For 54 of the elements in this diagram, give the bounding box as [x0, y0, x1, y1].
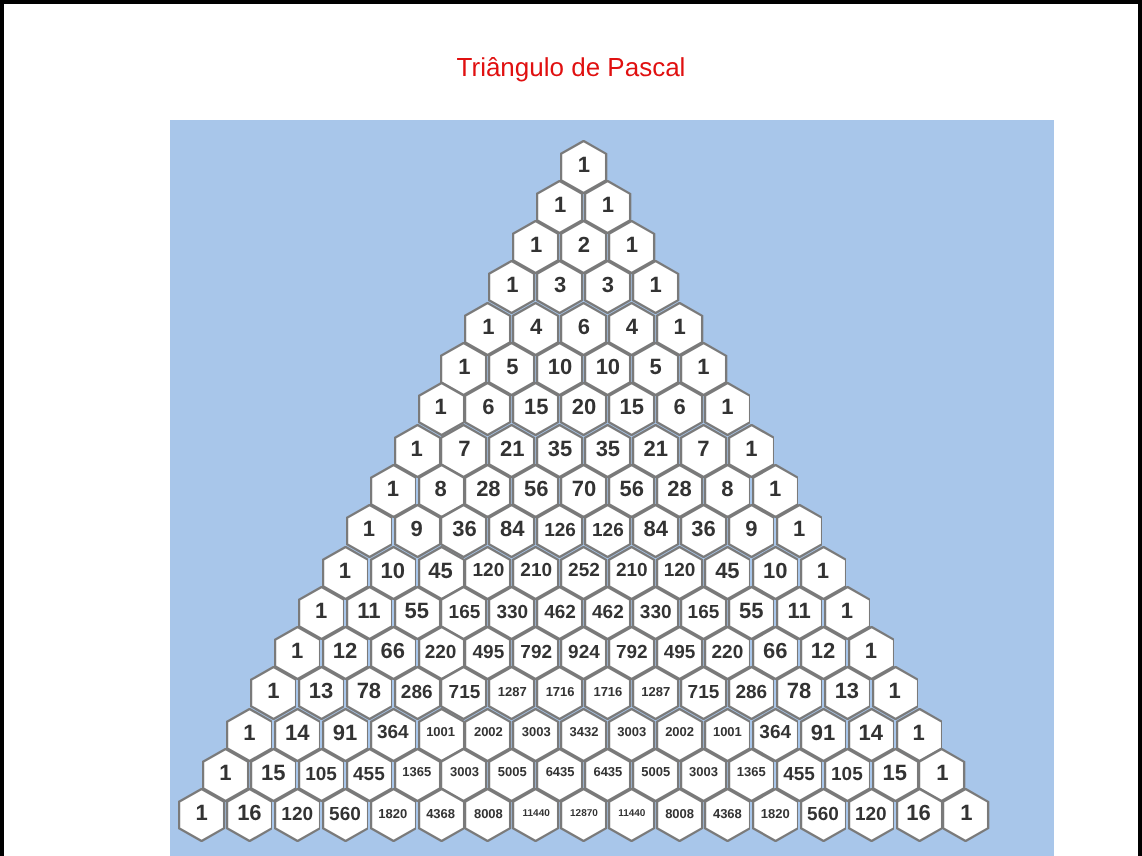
- hexagon-cell: 9: [393, 504, 441, 559]
- hexagon-cell: 1: [369, 463, 417, 518]
- hexagon-cell: 4: [608, 301, 656, 356]
- hexagon-cell: 1: [942, 788, 990, 843]
- hexagon-cell: 2: [560, 220, 608, 275]
- hexagon-cell: 1: [464, 301, 512, 356]
- hexagon-cell: 5: [488, 342, 536, 396]
- hexagon-cell: 7: [440, 423, 489, 478]
- hexagon-cell: 1: [608, 220, 656, 275]
- hexagon-cell: 6: [464, 382, 512, 437]
- hexagon-cell: 1: [751, 463, 799, 518]
- hexagon-cell: 6: [560, 301, 608, 356]
- hexagon-cell: 1: [918, 748, 967, 802]
- hexagon-cell: 3: [536, 260, 584, 315]
- hexagon-cell: 1: [823, 585, 871, 640]
- hexagon-cell: 1: [727, 423, 775, 478]
- hexagon-cell: 1: [273, 626, 321, 681]
- hexagon-cell: 9: [727, 504, 775, 559]
- hexagon-cell: 1: [679, 342, 728, 396]
- hexagon-cell: 120: [847, 788, 895, 843]
- hexagon-cell: 1: [560, 139, 608, 193]
- hexagon-cell: 560: [799, 788, 847, 843]
- hexagon-cell: 1: [847, 626, 895, 681]
- hexagon-cell: 1: [775, 504, 823, 559]
- hexagon-cell: 16: [225, 788, 273, 843]
- hexagon-cell: 1: [632, 260, 680, 315]
- hexagon-cell: 7: [679, 423, 728, 478]
- hexagon-cell: 1: [178, 788, 226, 843]
- hexagon-cell: 4: [512, 301, 560, 356]
- title: Triângulo de Pascal: [454, 50, 688, 86]
- hexagon-cell: 1: [895, 707, 943, 762]
- hexagon-cell: 16: [895, 788, 943, 843]
- hexagon-cell: 1: [656, 301, 704, 356]
- hexagon-cell: 1: [345, 504, 393, 559]
- hexagon-cell: 1: [321, 545, 369, 599]
- hexagon-cell: 1: [393, 423, 441, 478]
- hexagon-cell: 1: [297, 585, 345, 640]
- hexagon-cell: 120: [273, 788, 321, 843]
- hexagon-cell: 1: [512, 220, 560, 275]
- hexagon-cell: 1: [488, 260, 536, 315]
- hexagon-cell: 6: [656, 382, 704, 437]
- hexagon-cell: 1: [703, 382, 751, 437]
- hexagon-cell: 1: [201, 748, 250, 802]
- hexagon-cell: 1: [871, 666, 919, 721]
- hexagon-cell: 1: [584, 179, 632, 234]
- hexagon-cell: 1: [225, 707, 273, 762]
- hexagon-cell: 3: [584, 260, 632, 315]
- hexagon-cell: 1: [249, 666, 297, 721]
- hexagon-cell: 560: [321, 788, 369, 843]
- hexagon-cell: 1: [417, 382, 465, 437]
- hexagon-cell: 1: [440, 342, 489, 396]
- hexagon-cell: 5: [632, 342, 680, 396]
- hexagon-cell: 1: [536, 179, 584, 234]
- hexagon-cell: 1: [799, 545, 847, 599]
